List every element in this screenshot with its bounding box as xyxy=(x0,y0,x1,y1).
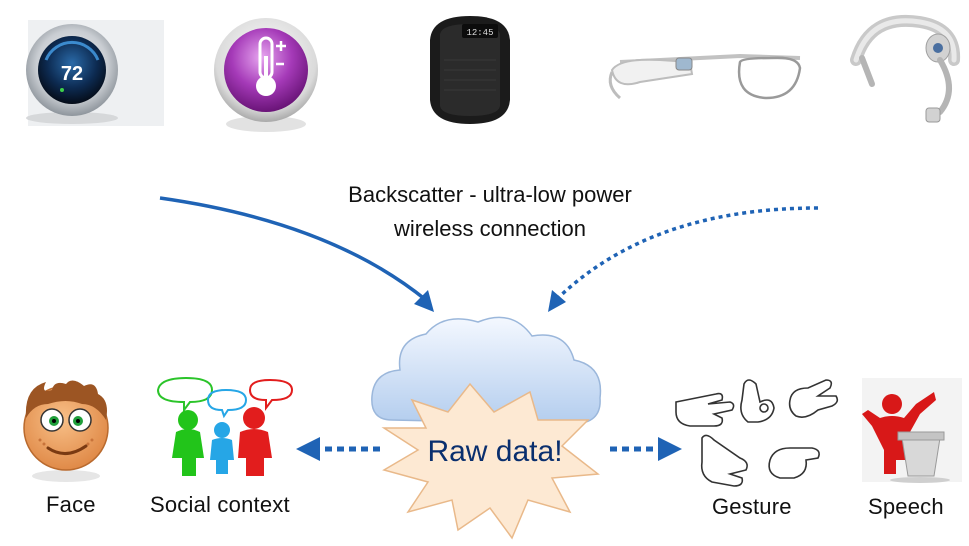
face-label: Face xyxy=(46,492,96,517)
right-output-arrowhead xyxy=(658,437,682,461)
thermostat-display: 72 xyxy=(61,63,83,85)
dotted-uplink-arrow xyxy=(554,206,819,302)
social-people-icon xyxy=(156,376,294,476)
hand-gestures-icon xyxy=(675,379,839,487)
backscatter-caption: Backscatter - ultra-low power wireless c… xyxy=(300,178,680,246)
face-icon xyxy=(23,380,109,482)
thermometer-app-icon xyxy=(214,18,318,132)
thermostat-icon: 72 xyxy=(26,20,164,126)
solid-uplink-arrow xyxy=(159,196,428,302)
social-context-label: Social context xyxy=(150,492,290,517)
caption-line-1: Backscatter - ultra-low power xyxy=(348,182,632,207)
caption-line-2: wireless connection xyxy=(394,216,586,241)
dotted-uplink-arrowhead xyxy=(548,290,566,312)
left-output-arrowhead xyxy=(296,437,320,461)
solid-uplink-arrowhead xyxy=(414,290,434,312)
eeg-headset-icon xyxy=(850,14,961,123)
raw-data-burst xyxy=(381,382,600,540)
fitness-band-icon: 12:45 xyxy=(430,16,510,124)
gesture-label: Gesture xyxy=(712,494,792,519)
smart-glasses-icon xyxy=(608,53,802,100)
band-display: 12:45 xyxy=(466,28,493,38)
speaker-podium-icon xyxy=(862,378,962,483)
raw-data-label: Raw data! xyxy=(427,435,563,468)
speech-label: Speech xyxy=(868,494,944,519)
cloud-icon xyxy=(371,316,602,425)
